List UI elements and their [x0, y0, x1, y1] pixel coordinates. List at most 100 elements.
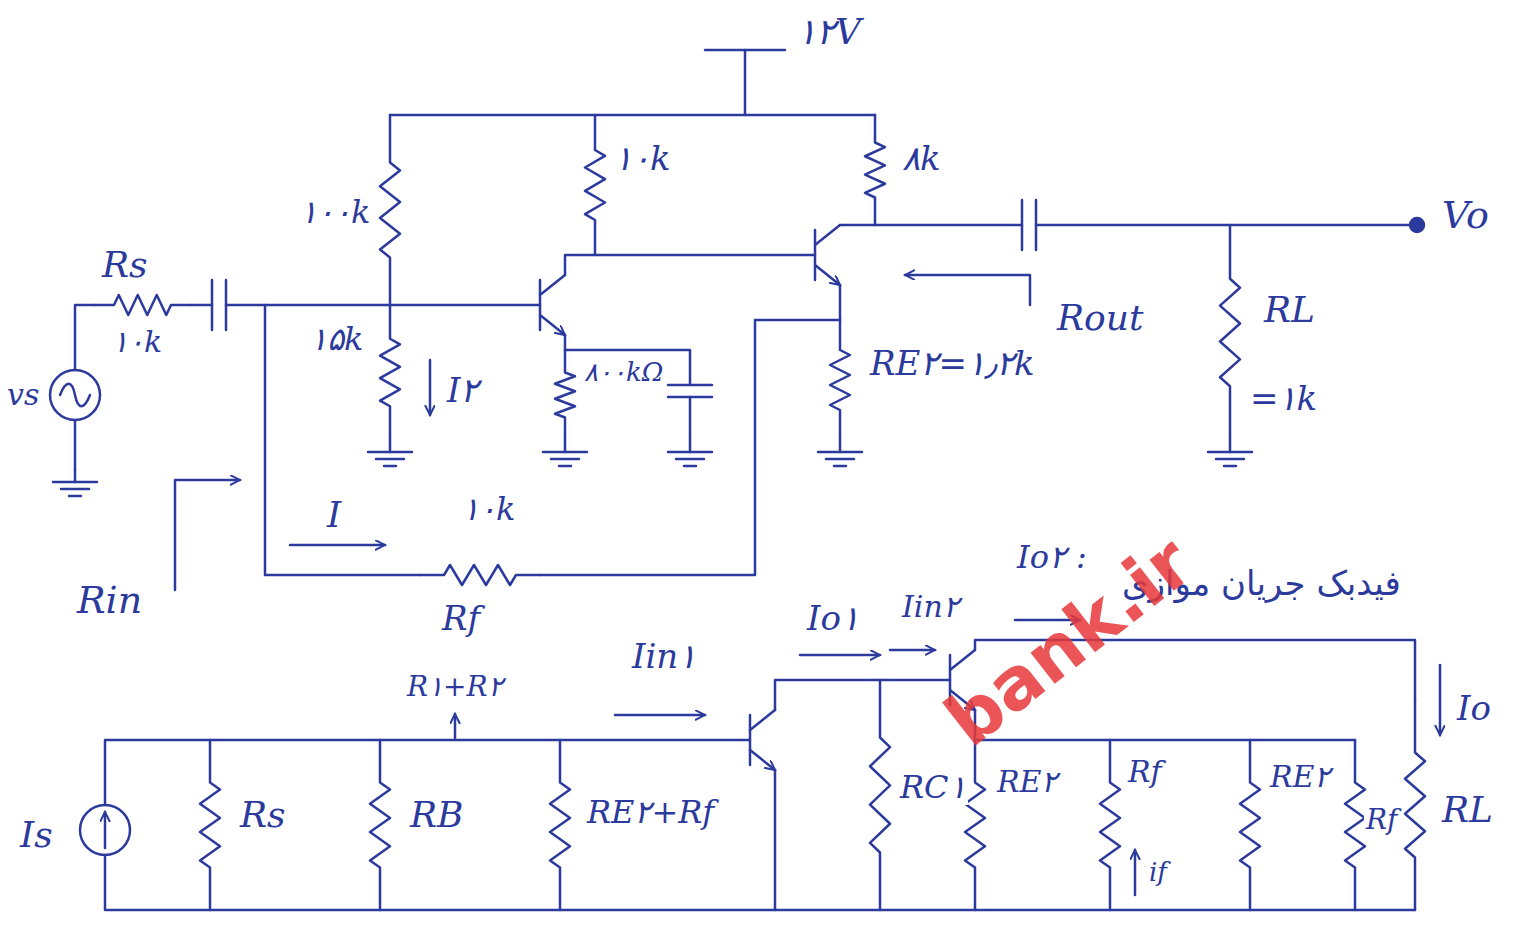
resistor-symbol: [585, 115, 605, 255]
transistor-symbol: [814, 230, 817, 280]
capacitor-symbol: [1021, 200, 1024, 250]
ground-symbol: [676, 458, 704, 461]
ground-symbol: [61, 488, 89, 491]
resistance-name: R۱+R۲: [405, 672, 505, 703]
current-arrow: [1439, 665, 1442, 735]
ground-symbol: [551, 458, 579, 461]
resistor-symbol: [830, 320, 850, 440]
current-arrow: [615, 714, 705, 717]
resistor-symbol: [1220, 225, 1240, 440]
resistance-name: Rin: [75, 580, 144, 622]
resistor-name: Rs: [238, 795, 288, 835]
resistor-symbol: [550, 740, 570, 910]
ground-symbol: [564, 440, 567, 452]
wire: [265, 305, 420, 575]
ground-symbol: [384, 465, 396, 468]
resistor-symbol: [380, 115, 400, 305]
resistor-value: ۱۰k: [612, 140, 673, 177]
ground-symbol: [376, 458, 404, 461]
current-name: Io۱: [805, 600, 861, 637]
resistor-symbol: [1405, 700, 1425, 910]
ground-symbol: [834, 465, 846, 468]
resistor-symbol: [1345, 740, 1365, 910]
current-name: I: [325, 495, 343, 535]
wire: [875, 224, 1022, 227]
ground-symbol: [839, 440, 842, 452]
resistor-name: Rs: [100, 245, 150, 285]
resistor-symbol: [95, 295, 190, 315]
wire: [190, 304, 212, 307]
wire: [75, 305, 95, 370]
resistor-value: ۱۰k: [460, 492, 517, 527]
resistor-name: Rf: [1364, 805, 1399, 836]
voltage-source: [60, 384, 90, 407]
wire: [775, 680, 950, 710]
current-name: Io: [1455, 690, 1493, 727]
supply-bar: [705, 49, 785, 52]
capacitor-symbol: [668, 384, 712, 387]
current-name: Io۲ :: [1015, 540, 1089, 575]
resistor-symbol: [1100, 740, 1120, 910]
current-source: [104, 812, 107, 848]
resistor-symbol: [865, 115, 885, 225]
resistor-value: ۱۰۰k: [298, 195, 372, 230]
ground-symbol: [684, 465, 696, 468]
voltage-source: [50, 370, 100, 420]
wire: [74, 420, 77, 470]
wire: [226, 304, 540, 307]
resistance-name: Rout: [1055, 298, 1145, 338]
wire: [565, 255, 815, 275]
resistor-value: =۱k: [1248, 380, 1319, 417]
current-arrow: [890, 649, 935, 652]
resistor-symbol: [870, 680, 890, 910]
resistor-name: RC۱: [898, 770, 968, 805]
wire: [1036, 224, 1410, 227]
ground-symbol: [689, 440, 692, 452]
ground-symbol: [368, 451, 412, 454]
ground-symbol: [69, 495, 81, 498]
resistor-name: Rf: [1126, 755, 1164, 788]
ground-symbol: [1208, 451, 1252, 454]
resistor-name: RL: [1440, 790, 1495, 830]
source-name: Is: [18, 815, 55, 855]
wire: [390, 114, 875, 117]
supply-voltage: ۱۲V: [795, 12, 863, 52]
resistor-name: Rf: [440, 600, 482, 637]
ground-symbol: [1229, 440, 1232, 452]
resistor-name: RB: [408, 795, 466, 835]
current-arrow: [454, 714, 457, 738]
resistor-value: ۱۰k: [110, 325, 164, 358]
wire: [774, 770, 777, 910]
resistor-symbol: [200, 740, 220, 910]
resistor-name: RL: [1262, 290, 1317, 330]
current-name: I۲: [445, 372, 480, 409]
current-source: [80, 805, 130, 855]
wire: [744, 50, 747, 115]
current-name: Iin۲: [900, 590, 961, 623]
transistor-symbol: [750, 750, 775, 770]
current-arrow: [429, 360, 432, 415]
wire: [540, 320, 840, 575]
current-name: if: [1147, 858, 1169, 887]
transistor-symbol: [815, 265, 840, 285]
output-name: Vo: [1440, 195, 1491, 237]
ground-symbol: [1216, 458, 1244, 461]
current-arrow: [800, 654, 880, 657]
resistor-name: RE۲+Rf: [585, 795, 716, 830]
transistor-symbol: [750, 710, 775, 730]
current-arrow: [175, 480, 240, 590]
ground-symbol: [53, 481, 97, 484]
resistor-symbol: [965, 740, 985, 910]
transistor-symbol: [540, 315, 565, 335]
wire: [105, 855, 1415, 910]
resistor-name: RE۲: [1268, 760, 1333, 793]
wire: [839, 285, 842, 320]
resistor-symbol: [555, 350, 575, 440]
resistor-symbol: [380, 305, 400, 440]
transistor-symbol: [540, 275, 565, 295]
resistor-symbol: [420, 565, 540, 585]
wire: [689, 397, 692, 440]
resistor-name: RE۲: [995, 765, 1060, 798]
resistor-symbol: [1240, 740, 1260, 910]
resistor-value: ۸۰۰kΩ: [582, 358, 665, 387]
